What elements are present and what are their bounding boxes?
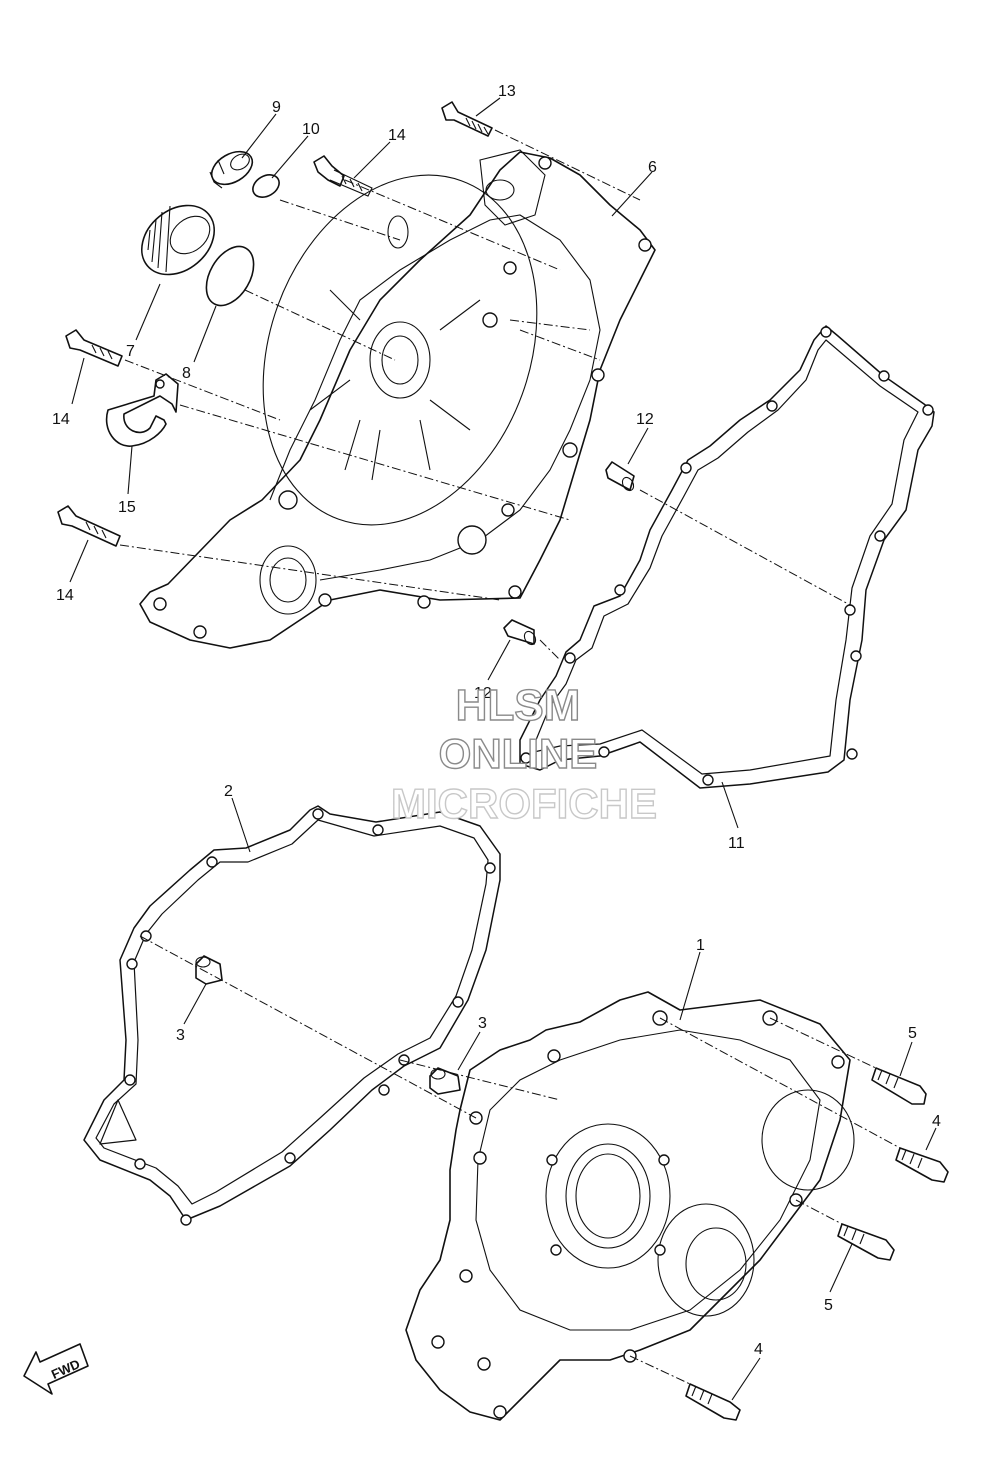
bolt-14-top — [313, 155, 373, 197]
crankcase-cover-6 — [139, 149, 656, 649]
label-5-top: 5 — [908, 1025, 917, 1042]
crankcase-cover-1 — [405, 991, 855, 1421]
label-4-top: 4 — [932, 1113, 941, 1130]
label-3-left: 3 — [176, 1027, 185, 1044]
bolt-14-bottom — [57, 505, 121, 547]
dowel-12-lower — [503, 619, 537, 646]
dowel-3-right — [429, 1067, 461, 1095]
leader-lines — [69, 97, 937, 1401]
label-10: 10 — [302, 121, 320, 138]
label-4-bottom: 4 — [754, 1341, 763, 1358]
watermark-line2: ONLINE — [439, 730, 598, 777]
watermark-line1: HLSM — [456, 681, 581, 730]
label-7: 7 — [126, 343, 135, 360]
label-14-left: 14 — [52, 411, 70, 428]
label-12-upper: 12 — [636, 411, 654, 428]
gasket-2 — [83, 805, 501, 1226]
label-8: 8 — [182, 365, 191, 382]
label-14-bottom: 14 — [56, 587, 74, 604]
part-labels: 9 10 13 14 6 7 8 14 15 14 12 12 11 2 3 3… — [52, 83, 941, 1358]
o-ring-8 — [205, 245, 255, 307]
plug-9 — [209, 150, 254, 189]
assembly-lines-lower — [139, 935, 901, 1385]
label-1: 1 — [696, 937, 705, 954]
label-3-right: 3 — [478, 1015, 487, 1032]
dowel-12-upper — [605, 461, 635, 492]
label-6: 6 — [648, 159, 657, 176]
assembly-lines-upper — [119, 129, 851, 661]
label-2: 2 — [224, 783, 233, 800]
bolt-13 — [441, 101, 493, 137]
bolt-4-top — [895, 1147, 949, 1183]
watermark: HLSM ONLINE MICROFICHE — [390, 680, 657, 827]
label-9: 9 — [272, 99, 281, 116]
bolt-14-left — [65, 329, 123, 367]
label-5-bottom: 5 — [824, 1297, 833, 1314]
bolt-5-top — [871, 1067, 927, 1105]
label-14-top: 14 — [388, 127, 406, 144]
label-12-lower: 12 — [474, 685, 492, 702]
o-ring-10 — [252, 174, 280, 198]
clamp-15 — [105, 373, 179, 447]
bolt-5-bottom — [837, 1223, 895, 1261]
gasket-11 — [519, 325, 935, 789]
plug-7 — [140, 204, 216, 276]
fwd-arrow-icon: FWD — [23, 1343, 89, 1395]
watermark-line3: MICROFICHE — [391, 780, 657, 827]
label-13: 13 — [498, 83, 516, 100]
fwd-label: FWD — [49, 1356, 82, 1382]
dowel-3-left — [195, 955, 223, 985]
label-15: 15 — [118, 499, 136, 516]
label-11: 11 — [728, 835, 745, 852]
bolt-4-bottom — [685, 1383, 741, 1421]
